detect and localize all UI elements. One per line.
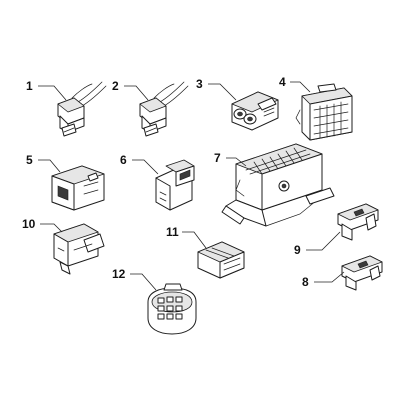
leader-line-5 [38, 159, 61, 173]
leader-line-2 [124, 85, 149, 101]
callout-5: 5 [26, 153, 33, 167]
callout-12: 12 [112, 267, 126, 281]
callout-4: 4 [279, 75, 286, 89]
part-3-connector [231, 91, 279, 131]
part-9-connector [337, 203, 379, 241]
callout-labels: 1 2 3 4 5 6 7 8 9 10 11 12 [22, 75, 309, 289]
part-6-connector [155, 159, 195, 211]
leader-line-7 [226, 157, 247, 167]
leader-line-11 [182, 231, 207, 249]
leader-line-9 [306, 231, 341, 251]
part-2-connector [139, 81, 189, 137]
callout-9: 9 [294, 243, 301, 257]
leader-line-8 [314, 271, 345, 283]
part-1-connector [57, 81, 107, 137]
callout-7: 7 [214, 151, 221, 165]
leader-line-4 [290, 81, 311, 93]
part-8-connector [341, 255, 383, 291]
callout-8: 8 [302, 275, 309, 289]
leader-line-1 [38, 85, 67, 101]
leader-line-6 [132, 159, 159, 175]
leader-lines [38, 81, 345, 291]
callout-10: 10 [22, 217, 36, 231]
leader-line-10 [40, 223, 63, 233]
part-5-connector [51, 165, 105, 211]
part-4-connector [295, 83, 353, 141]
callout-3: 3 [196, 77, 203, 91]
callout-6: 6 [120, 153, 127, 167]
callout-11: 11 [166, 225, 179, 239]
part-11-connector [197, 241, 245, 279]
leader-line-12 [130, 273, 157, 291]
leader-line-3 [208, 83, 237, 101]
part-10-connector [53, 223, 105, 275]
callout-2: 2 [112, 79, 119, 93]
callout-1: 1 [26, 79, 33, 93]
part-12-connector [147, 283, 197, 335]
part-7-connector [221, 143, 335, 227]
